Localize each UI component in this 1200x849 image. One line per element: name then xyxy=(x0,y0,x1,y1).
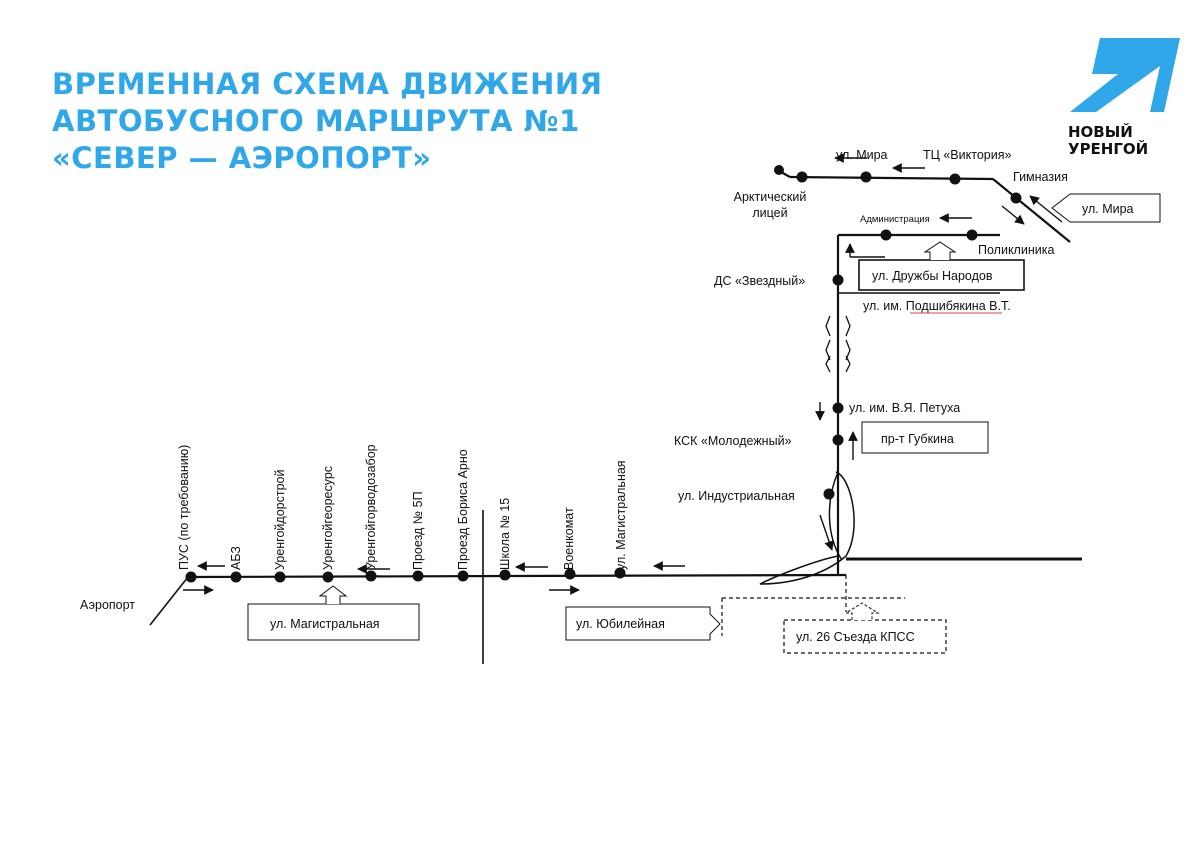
street-box-26-kpss: ул. 26 Съезда КПСС xyxy=(783,602,947,654)
route-mira-diagonal xyxy=(992,178,1071,243)
label-gymnasium: Гимназия xyxy=(1013,170,1068,184)
stop-dot-gorvodozabor xyxy=(365,570,377,582)
label-arctic-1: Арктический xyxy=(734,190,807,204)
route-mira-top xyxy=(789,175,994,181)
label-airport: Аэропорт xyxy=(80,598,135,612)
stop-dot-school15 xyxy=(499,569,511,581)
label-voenkomat: Военкомат xyxy=(562,507,576,570)
label-administration: Администрация xyxy=(860,214,930,225)
label-zvezdny: ДС «Звездный» xyxy=(714,274,805,288)
svg-text:ул. Магистральная: ул. Магистральная xyxy=(270,617,380,631)
label-victoria: ТЦ «Виктория» xyxy=(923,148,1011,162)
route-dashed-link xyxy=(721,575,905,636)
label-mira: ул. Мира xyxy=(836,148,888,162)
vertical-stop-labels: ул. Магистральная Военкомат Школа № 15 П… xyxy=(177,444,628,570)
direction-arrows xyxy=(183,153,1063,595)
label-arno: Проезд Бориса Арно xyxy=(456,449,470,570)
label-magistralnaya-stop: ул. Магистральная xyxy=(614,460,628,570)
title-line-2: АВТОБУСНОГО МАРШРУТА №1 xyxy=(52,104,580,138)
street-box-druzhby: ул. Дружбы Народов xyxy=(858,241,1025,291)
label-georesurs: Уренгойгеоресурс xyxy=(321,466,335,570)
stop-dot-pus xyxy=(185,571,197,583)
street-box-yubileynaya: ул. Юбилейная xyxy=(565,606,721,641)
label-podshibyakina: ул. им. Подшибякина В.Т. xyxy=(863,299,1011,313)
route-main-horizontal xyxy=(187,573,847,579)
stop-dot-5p xyxy=(412,570,424,582)
svg-text:ул. Мира: ул. Мира xyxy=(1082,202,1134,216)
route-loop xyxy=(759,471,855,585)
label-abz: АБЗ xyxy=(229,546,243,570)
title-line-1: ВРЕМЕННАЯ СХЕМА ДВИЖЕНИЯ xyxy=(52,67,603,101)
svg-text:ул. Дружбы Народов: ул. Дружбы Народов xyxy=(872,269,993,283)
street-box-mira: ул. Мира xyxy=(1051,193,1161,223)
stop-dot-georesurs xyxy=(322,571,334,583)
svg-text:ул. Юбилейная: ул. Юбилейная xyxy=(576,617,665,631)
street-box-gubkina: пр-т Губкина xyxy=(861,421,989,454)
trunk-brackets xyxy=(825,315,851,373)
stop-dot-molodezhny xyxy=(832,434,844,446)
city-logo-icon xyxy=(1070,38,1180,112)
arrow-industrial-down xyxy=(819,514,834,551)
logo-line-2: УРЕНГОЙ xyxy=(1068,140,1149,158)
arrow-gym-upleft xyxy=(1029,195,1063,223)
label-molodezhny: КСК «Молодежный» xyxy=(674,434,792,448)
svg-text:пр-т Губкина: пр-т Губкина xyxy=(881,432,954,446)
stop-dot-magistralnaya xyxy=(614,567,626,579)
stop-dot-gymnasium xyxy=(1010,192,1022,204)
stop-dot-zvezdny xyxy=(832,274,844,286)
page-title: ВРЕМЕННАЯ СХЕМА ДВИЖЕНИЯ АВТОБУСНОГО МАР… xyxy=(52,66,602,177)
stop-dots xyxy=(185,165,1022,583)
stop-dot-polyclinic xyxy=(966,229,978,241)
stop-dot-administration xyxy=(880,229,892,241)
stop-dot-petukha xyxy=(832,402,844,414)
stop-dot-arctic xyxy=(774,165,784,175)
city-logo-text: НОВЫЙ УРЕНГОЙ xyxy=(1068,124,1148,158)
stop-dot-abz xyxy=(230,571,242,583)
label-school15: Школа № 15 xyxy=(498,498,512,570)
stop-dot-dorstroy xyxy=(274,571,286,583)
street-box-magistralnaya: ул. Магистральная xyxy=(247,585,420,641)
stop-dot-victoria xyxy=(949,173,961,185)
label-dorstroy: Уренгойдорстрой xyxy=(273,470,287,570)
logo-line-1: НОВЫЙ xyxy=(1068,123,1133,141)
title-line-3: «СЕВЕР — АЭРОПОРТ» xyxy=(52,141,432,175)
label-gorvodozabor: Уренгойгорводозабор xyxy=(364,444,378,570)
stop-dot-mira xyxy=(796,171,808,183)
stop-dot-arno xyxy=(457,570,469,582)
arrow-gym-downright xyxy=(1001,205,1025,225)
label-arctic-2: лицей xyxy=(752,206,787,220)
label-polyclinic: Поликлиника xyxy=(978,243,1054,257)
svg-text:ул. 26 Съезда КПСС: ул. 26 Съезда КПСС xyxy=(796,630,915,644)
label-5p: Проезд № 5П xyxy=(411,491,425,570)
label-petukha: ул. им. В.Я. Петуха xyxy=(849,401,960,415)
stop-dot-mira-2 xyxy=(860,171,872,183)
label-pus: ПУС (по требованию) xyxy=(177,445,191,570)
stop-dot-voenkomat xyxy=(564,568,576,580)
stop-dot-industrial xyxy=(823,488,835,500)
label-industrial: ул. Индустриальная xyxy=(678,489,795,503)
route-airport-spur xyxy=(149,576,189,626)
